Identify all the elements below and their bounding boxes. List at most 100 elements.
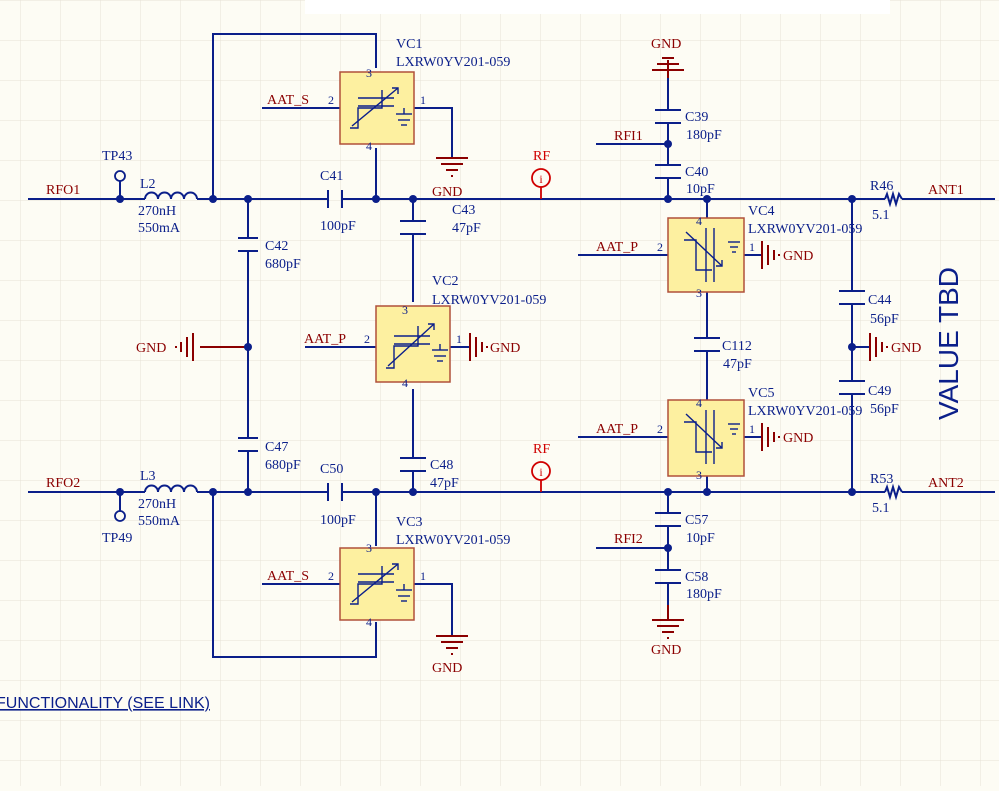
testpoint-tp43: TP43 bbox=[102, 149, 132, 182]
net-ant2: ANT2 bbox=[928, 476, 964, 491]
testpoint-tp49: TP49 bbox=[102, 510, 132, 546]
c39-value: 180pF bbox=[686, 128, 722, 143]
c57-ref: C57 bbox=[685, 513, 708, 528]
capacitor-c44: C44 56pF bbox=[839, 290, 899, 327]
c50-value: 100pF bbox=[320, 513, 356, 528]
capacitor-c40: C40 10pF bbox=[655, 164, 715, 197]
c40-value: 10pF bbox=[686, 182, 715, 197]
functionality-link[interactable]: FUNCTIONALITY (SEE LINK) bbox=[0, 695, 210, 712]
info-icon: i bbox=[539, 172, 543, 186]
c43-ref: C43 bbox=[452, 203, 475, 218]
varactor-vc3: 3 4 2 1 VC3 LXRW0YV201-059 bbox=[328, 515, 510, 629]
c112-value: 47pF bbox=[723, 357, 752, 372]
c48-value: 47pF bbox=[430, 476, 459, 491]
rf-label-top: RF bbox=[533, 149, 550, 164]
svg-text:4: 4 bbox=[366, 615, 372, 629]
gnd-symbol-vc2: GND bbox=[469, 333, 520, 361]
vc1-ref: VC1 bbox=[396, 37, 422, 52]
svg-text:2: 2 bbox=[657, 240, 663, 254]
capacitor-c41: C41 100pF bbox=[320, 169, 356, 234]
vc2-part: LXRW0YV201-059 bbox=[432, 293, 546, 308]
vc4-part: LXRW0YV201-059 bbox=[748, 222, 862, 237]
svg-text:4: 4 bbox=[402, 376, 408, 390]
c43-value: 47pF bbox=[452, 221, 481, 236]
r46-value: 5.1 bbox=[872, 208, 890, 223]
l3-value: 270nH bbox=[138, 497, 176, 512]
c58-ref: C58 bbox=[685, 570, 708, 585]
svg-text:3: 3 bbox=[696, 468, 702, 482]
gnd-label-vc4: GND bbox=[783, 249, 813, 264]
tp43-label: TP43 bbox=[102, 149, 132, 164]
gnd-label-c39: GND bbox=[651, 37, 681, 52]
svg-text:1: 1 bbox=[456, 332, 462, 346]
c49-ref: C49 bbox=[868, 384, 891, 399]
varactor-vc4: 4 3 2 1 VC4 LXRW0YV201-059 bbox=[657, 204, 862, 300]
svg-text:4: 4 bbox=[366, 139, 372, 153]
vc2-ref: VC2 bbox=[432, 274, 458, 289]
capacitor-c42: C42 680pF bbox=[238, 237, 301, 272]
info-icon: i bbox=[539, 465, 543, 479]
capacitor-c112: C112 47pF bbox=[694, 337, 752, 372]
r53-ref: R53 bbox=[870, 472, 893, 487]
junctions bbox=[116, 140, 856, 552]
svg-text:3: 3 bbox=[366, 66, 372, 80]
gnd-symbol-c58: GND bbox=[651, 605, 684, 658]
c50-ref: C50 bbox=[320, 462, 343, 477]
gnd-symbol-left: GND bbox=[136, 333, 194, 361]
svg-text:3: 3 bbox=[696, 286, 702, 300]
c39-ref: C39 bbox=[685, 110, 708, 125]
gnd-label-vc1: GND bbox=[432, 185, 462, 200]
l2-ref: L2 bbox=[140, 177, 156, 192]
inductor-l2: L2 270nH 550mA bbox=[138, 177, 198, 236]
svg-text:1: 1 bbox=[749, 422, 755, 436]
l3-ref: L3 bbox=[140, 469, 156, 484]
resistor-r53: R53 5.1 bbox=[870, 472, 903, 516]
value-tbd-note: VALUE TBD bbox=[933, 267, 964, 420]
rf-label-bottom: RF bbox=[533, 442, 550, 457]
rf-probe-top: i RF bbox=[531, 149, 551, 199]
capacitor-c58: C58 180pF bbox=[655, 569, 722, 602]
gnd-label-c44: GND bbox=[891, 341, 921, 356]
gnd-label-vc3: GND bbox=[432, 661, 462, 676]
gnd-symbol-c39: GND bbox=[651, 37, 684, 78]
varactor-vc5: 4 3 2 1 VC5 LXRW0YV201-059 bbox=[657, 386, 862, 482]
vc5-ref: VC5 bbox=[748, 386, 774, 401]
svg-text:2: 2 bbox=[364, 332, 370, 346]
c58-value: 180pF bbox=[686, 587, 722, 602]
capacitor-c50: C50 100pF bbox=[320, 462, 356, 528]
gnd-symbol-c44: GND bbox=[869, 333, 921, 361]
c57-value: 10pF bbox=[686, 531, 715, 546]
rf-probe-bottom: i RF bbox=[531, 442, 551, 492]
c42-value: 680pF bbox=[265, 257, 301, 272]
net-rfi2: RFI2 bbox=[614, 532, 643, 547]
l3-rating: 550mA bbox=[138, 514, 181, 529]
net-ant1: ANT1 bbox=[928, 183, 964, 198]
capacitor-c48: C48 47pF bbox=[400, 457, 459, 491]
net-aat-s-vc3: AAT_S bbox=[267, 569, 309, 584]
vc5-part: LXRW0YV201-059 bbox=[748, 404, 862, 419]
capacitor-c57: C57 10pF bbox=[655, 512, 715, 546]
c49-value: 56pF bbox=[870, 402, 899, 417]
net-rfo1: RFO1 bbox=[46, 183, 80, 198]
capacitor-c49: C49 56pF bbox=[839, 380, 899, 417]
c40-ref: C40 bbox=[685, 165, 708, 180]
gnd-label-vc5: GND bbox=[783, 431, 813, 446]
capacitor-c39: C39 180pF bbox=[655, 109, 722, 143]
c42-ref: C42 bbox=[265, 239, 288, 254]
gnd-label-c58: GND bbox=[651, 643, 681, 658]
gnd-symbol-vc3: GND bbox=[432, 635, 468, 676]
svg-text:1: 1 bbox=[420, 93, 426, 107]
c41-value: 100pF bbox=[320, 219, 356, 234]
l2-value: 270nH bbox=[138, 204, 176, 219]
l2-rating: 550mA bbox=[138, 221, 181, 236]
c44-value: 56pF bbox=[870, 312, 899, 327]
svg-text:2: 2 bbox=[657, 422, 663, 436]
gnd-symbol-vc5: GND bbox=[761, 423, 813, 451]
c47-value: 680pF bbox=[265, 458, 301, 473]
c41-ref: C41 bbox=[320, 169, 343, 184]
c44-ref: C44 bbox=[868, 293, 891, 308]
net-labels: RFO1 RFO2 ANT1 ANT2 RFI1 RFI2 AAT_S AAT_… bbox=[46, 93, 964, 584]
